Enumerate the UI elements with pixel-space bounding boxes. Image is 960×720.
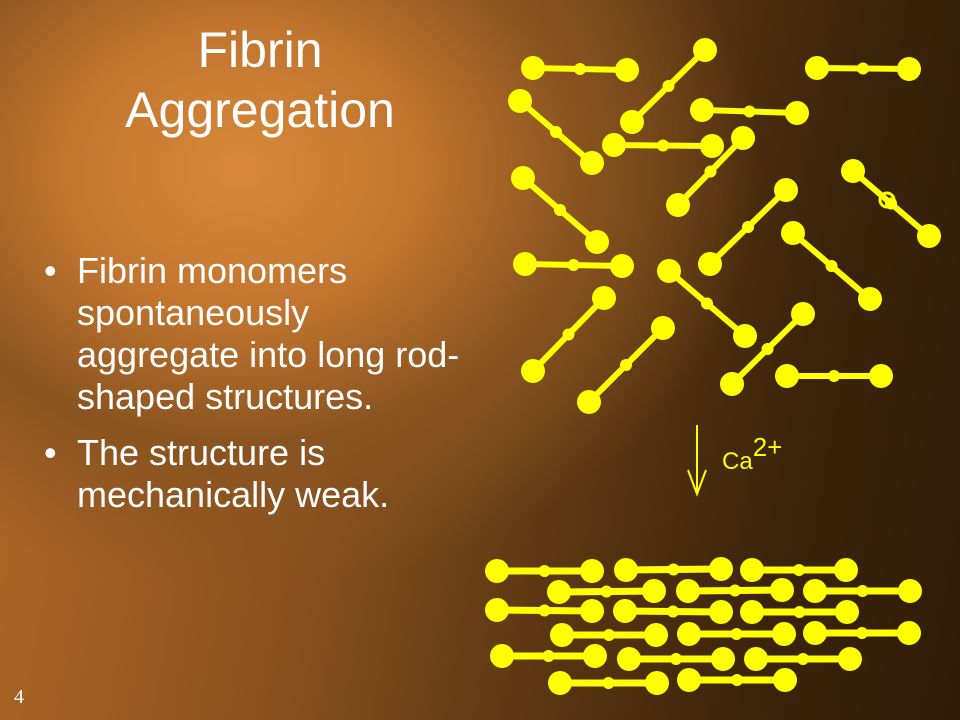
fibrin-monomer	[803, 621, 921, 645]
fibrin-monomer	[613, 599, 733, 624]
bullet-icon: •	[44, 250, 57, 291]
fibrin-monomer	[521, 56, 639, 82]
fibrin-monomer	[620, 38, 717, 134]
binding-site-icon	[878, 191, 896, 209]
fibrin-monomer	[513, 252, 634, 278]
fibrin-monomer	[657, 259, 757, 348]
fibrin-monomer	[720, 302, 815, 396]
fibrin-monomer	[508, 89, 604, 175]
bullet-icon: •	[44, 432, 57, 473]
fibrin-monomer	[744, 647, 862, 671]
fibrin-monomer	[602, 133, 724, 158]
calcium-ion-label: Ca2+	[722, 432, 782, 476]
ion-charge: 2+	[752, 432, 783, 462]
fibrin-monomer	[775, 364, 893, 388]
fibrin-monomer	[690, 98, 809, 125]
fibrin-monomer	[841, 159, 941, 248]
slide-title: Fibrin Aggregation	[125, 22, 395, 138]
fibrin-monomer	[803, 579, 922, 603]
fibrin-monomer	[781, 221, 882, 311]
fibrin-monomer	[490, 644, 607, 668]
fibrin-monomer	[698, 178, 798, 276]
fibrin-monomer	[577, 316, 675, 414]
fibrin-monomer	[614, 557, 733, 582]
fibrin-monomer	[521, 286, 616, 383]
bullet-item: • The structure is mechanically weak.	[40, 432, 470, 516]
fibrin-monomer	[617, 647, 735, 671]
fibrin-monomer	[666, 126, 755, 217]
ion-symbol: Ca	[722, 448, 753, 475]
fibrin-monomer	[677, 622, 796, 646]
fibrin-monomer	[547, 579, 666, 604]
fibrin-monomers	[508, 38, 941, 414]
bullet-text: The structure is mechanically weak.	[77, 432, 390, 515]
bullet-item: • Fibrin monomers spontaneously aggregat…	[40, 250, 470, 418]
bullet-text: Fibrin monomers spontaneously aggregate …	[77, 250, 460, 417]
fibrin-polymer	[485, 557, 922, 695]
fibrin-monomer	[740, 558, 858, 582]
bullet-list: • Fibrin monomers spontaneously aggregat…	[40, 250, 470, 530]
fibrin-monomer	[485, 598, 604, 623]
fibrin-monomer	[548, 671, 669, 695]
down-arrow-icon	[687, 425, 707, 497]
fibrin-monomer	[740, 600, 859, 624]
fibrin-monomer	[550, 623, 668, 647]
fibrin-monomer	[677, 668, 797, 692]
fibrin-monomer	[805, 56, 921, 81]
fibrin-monomer	[511, 166, 609, 254]
page-number: 4	[14, 686, 24, 708]
fibrin-monomer	[485, 559, 604, 583]
fibrin-monomer	[676, 578, 794, 603]
